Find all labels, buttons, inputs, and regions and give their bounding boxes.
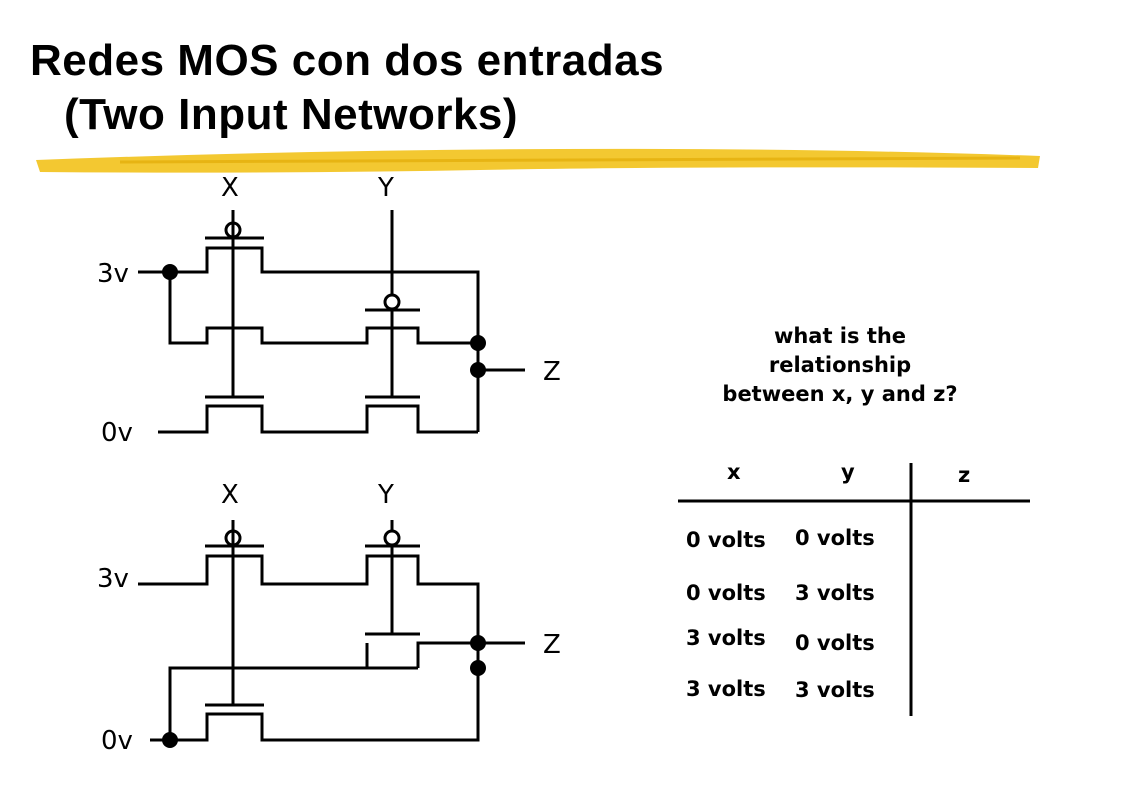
circuit-1-label-y: Y: [377, 173, 394, 203]
transistor-nmos-x-2: [205, 520, 264, 707]
table-cell-x: 3 volts: [686, 677, 766, 701]
junction-dot: [470, 635, 486, 651]
table-cell-x: 0 volts: [686, 528, 766, 552]
table-cell-y: 3 volts: [795, 581, 875, 605]
circuit-1-wires: [138, 246, 525, 434]
junction-dot: [162, 264, 178, 280]
circuit-2-label-z: Z: [543, 630, 561, 660]
transistor-pmos-y-2: [365, 520, 420, 548]
table-cell-y: 0 volts: [795, 631, 875, 655]
table-header-y: y: [841, 460, 855, 484]
table-cell-y: 0 volts: [795, 526, 875, 550]
transistor-nmos-x: [205, 210, 264, 399]
slide-title-line-2: (Two Input Networks): [64, 90, 519, 139]
circuit-1-label-0v: 0v: [101, 418, 133, 448]
junction-dot: [470, 335, 486, 351]
circuit-1-label-x: X: [221, 173, 239, 203]
question-text: what is the relationship between x, y an…: [670, 322, 1010, 409]
question-line-3: between x, y and z?: [722, 382, 958, 406]
table-header-x: x: [727, 460, 741, 484]
slide-title-line-1: Redes MOS con dos entradas: [30, 36, 665, 85]
truth-table: x y z 0 volts 0 volts 0 volts 3 volts 3 …: [678, 460, 1030, 716]
table-cell-x: 0 volts: [686, 581, 766, 605]
table-header-z: z: [958, 463, 970, 487]
junction-dot: [470, 362, 486, 378]
transistor-pmos-y: [365, 210, 420, 397]
circuit-2-label-y: Y: [377, 480, 394, 510]
table-cell-x: 3 volts: [686, 626, 766, 650]
circuit-1-label-z: Z: [543, 357, 561, 387]
circuit-2: [138, 520, 525, 748]
circuit-2-label-0v: 0v: [101, 726, 133, 756]
junction-dot: [162, 732, 178, 748]
title-highlight-stroke: [36, 148, 1040, 173]
table-cell-y: 3 volts: [795, 678, 875, 702]
circuit-1-label-3v: 3v: [97, 259, 129, 289]
circuit-1: [138, 210, 525, 434]
circuit-2-label-3v: 3v: [97, 564, 129, 594]
junction-dot: [470, 660, 486, 676]
question-line-1: what is the: [773, 324, 907, 348]
circuit-2-wires: [138, 554, 525, 742]
question-line-2: relationship: [768, 353, 912, 377]
transistor-nmos-y-2: [365, 546, 420, 636]
circuit-2-label-x: X: [221, 480, 239, 510]
